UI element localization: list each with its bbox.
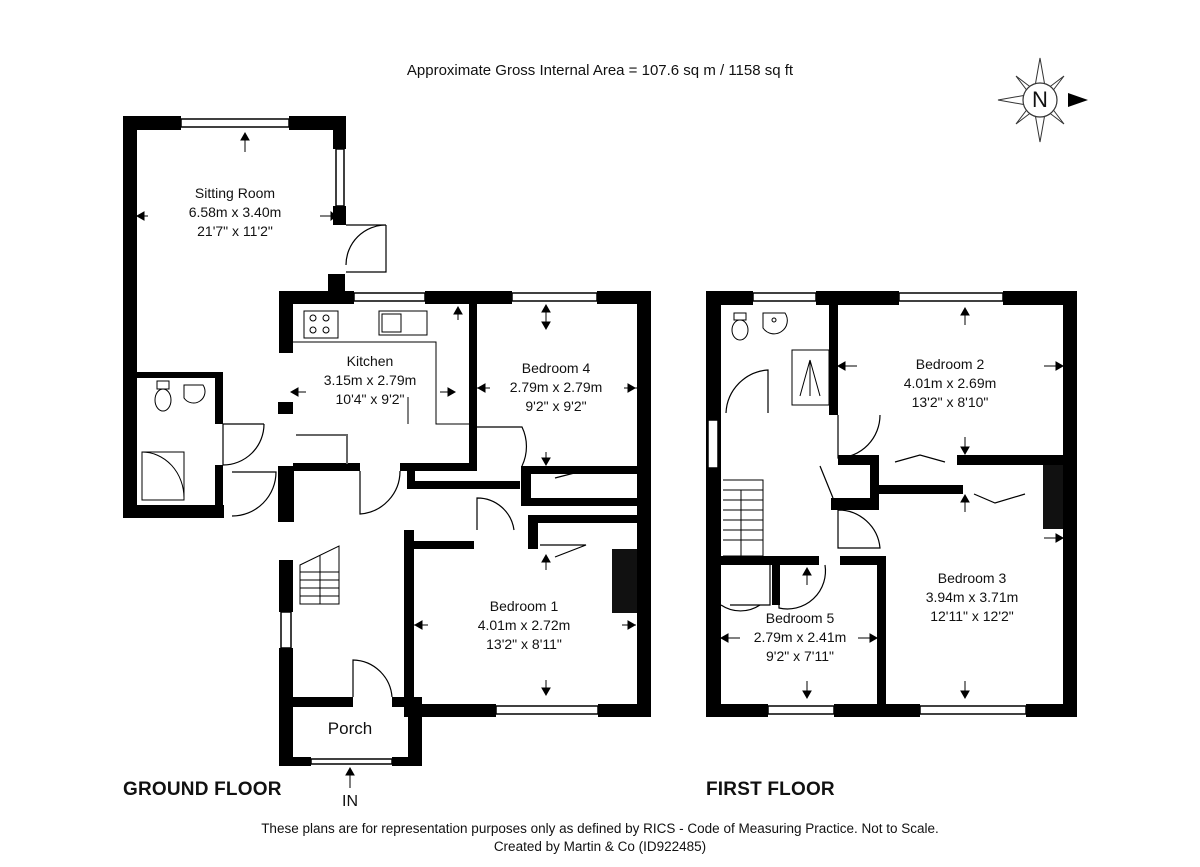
- disclaimer-text: These plans are for representation purpo…: [261, 821, 939, 836]
- downstairs-wc-fittings: [141, 380, 206, 501]
- room-imperial: 10'4" x 9'2": [335, 391, 405, 407]
- room-sitting-room: Sitting Room 6.58m x 3.40m 21'7" x 11'2": [165, 184, 305, 241]
- ground-floor-walls: [123, 116, 651, 766]
- ground-floor-label: GROUND FLOOR: [123, 779, 282, 800]
- room-kitchen: Kitchen 3.15m x 2.79m 10'4" x 9'2": [300, 352, 440, 409]
- bathroom-fittings: [731, 312, 830, 406]
- room-metric: 4.01m x 2.72m: [477, 617, 571, 633]
- room-name: Sitting Room: [194, 185, 276, 201]
- room-metric: 2.79m x 2.41m: [753, 629, 847, 645]
- room-imperial: 9'2" x 9'2": [525, 398, 587, 414]
- room-bedroom-2: Bedroom 2 4.01m x 2.69m 13'2" x 8'10": [880, 355, 1020, 412]
- room-name: Bedroom 1: [489, 598, 559, 614]
- room-metric: 3.94m x 3.71m: [925, 589, 1019, 605]
- room-metric: 4.01m x 2.69m: [903, 375, 997, 391]
- room-bedroom-1: Bedroom 1 4.01m x 2.72m 13'2" x 8'11": [454, 597, 594, 654]
- first-floor-stairs: [723, 479, 764, 557]
- ground-floor-stairs: [299, 545, 340, 605]
- ground-floor-windows: [180, 118, 599, 765]
- first-floor-windows: [707, 292, 1027, 715]
- room-bedroom-4: Bedroom 4 2.79m x 2.79m 9'2" x 9'2": [486, 359, 626, 416]
- credit-text: Created by Martin & Co (ID922485): [493, 839, 707, 854]
- entrance-label: IN: [342, 793, 358, 810]
- dimension-arrows: [135, 131, 1065, 700]
- room-imperial: 13'2" x 8'10": [911, 394, 989, 410]
- kitchen-fittings: [293, 310, 469, 425]
- first-floor-walls: [706, 291, 1077, 717]
- compass-north-label: N: [1032, 87, 1048, 112]
- room-metric: 2.79m x 2.79m: [509, 379, 603, 395]
- room-bedroom-3: Bedroom 3 3.94m x 3.71m 12'11" x 12'2": [902, 569, 1042, 626]
- room-name: Bedroom 5: [765, 610, 835, 626]
- room-bedroom-5: Bedroom 5 2.79m x 2.41m 9'2" x 7'11": [730, 609, 870, 666]
- ground-floor-doors: [222, 224, 587, 698]
- room-imperial: 9'2" x 7'11": [766, 648, 834, 664]
- room-name: Porch: [327, 719, 373, 738]
- compass-icon: [997, 57, 1088, 143]
- room-name: Kitchen: [346, 353, 394, 369]
- room-porch: Porch: [310, 719, 390, 738]
- room-imperial: 21'7" x 11'2": [197, 223, 273, 239]
- entrance-arrow: [345, 766, 355, 788]
- room-imperial: 13'2" x 8'11": [486, 636, 562, 652]
- first-floor-label: FIRST FLOOR: [706, 779, 835, 800]
- room-imperial: 12'11" x 12'2": [930, 608, 1014, 624]
- room-name: Bedroom 4: [521, 360, 591, 376]
- room-name: Bedroom 2: [915, 356, 985, 372]
- room-metric: 6.58m x 3.40m: [188, 204, 282, 220]
- room-metric: 3.15m x 2.79m: [323, 372, 417, 388]
- first-floor-doors: [720, 369, 1026, 612]
- gross-internal-area: Approximate Gross Internal Area = 107.6 …: [406, 62, 794, 79]
- room-name: Bedroom 3: [937, 570, 1007, 586]
